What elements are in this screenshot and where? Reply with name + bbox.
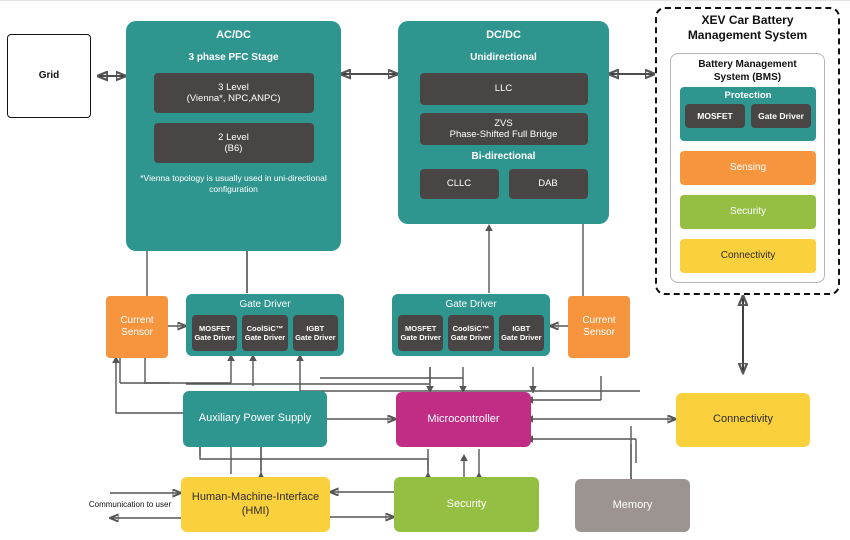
dcdc-dab-label: DAB bbox=[538, 178, 558, 190]
gate-driver-right-coolsic[interactable]: CoolSiC™ Gate Driver bbox=[448, 315, 494, 351]
acdc-subtitle: 3 phase PFC Stage bbox=[188, 52, 279, 64]
gate-driver-right-igbt[interactable]: IGBT Gate Driver bbox=[498, 315, 544, 351]
dcdc-cllc[interactable]: CLLC bbox=[419, 169, 499, 200]
group-gate-driver-right[interactable]: Gate Driver MOSFET Gate Driver CoolSiC™ … bbox=[392, 294, 550, 356]
dcdc-cllc-label: CLLC bbox=[446, 178, 472, 190]
connectivity-label: Connectivity bbox=[713, 413, 773, 426]
gate-driver-right-mosfet[interactable]: MOSFET Gate Driver bbox=[398, 315, 444, 351]
acdc-topology-3level-line1: 3 Level bbox=[218, 81, 249, 93]
bms-protection-mosfet[interactable]: MOSFET bbox=[685, 104, 745, 129]
label-communication-to-user: Communication to user bbox=[80, 500, 180, 509]
acdc-topology-3level-line2: (Vienna*, NPC,ANPC) bbox=[186, 93, 281, 105]
gd-left-mosfet-line2: Gate Driver bbox=[194, 333, 235, 342]
gd-left-coolsic-line1: CoolSiC™ bbox=[246, 323, 284, 333]
gate-driver-left-mosfet[interactable]: MOSFET Gate Driver bbox=[192, 315, 238, 351]
bms-block-connectivity[interactable]: Connectivity bbox=[680, 239, 816, 273]
block-grid[interactable]: Grid bbox=[7, 34, 91, 118]
dcdc-zvs-line1: ZVS bbox=[494, 117, 513, 129]
bms-card-title: Battery Management System (BMS) bbox=[673, 59, 822, 84]
bms-protection-gate-driver-label: Gate Driver bbox=[758, 111, 804, 122]
block-security[interactable]: Security bbox=[394, 477, 539, 532]
current-sensor-left-line2: Sensor bbox=[121, 327, 153, 338]
security-label: Security bbox=[446, 497, 487, 510]
gd-left-igbt-line2: Gate Driver bbox=[295, 333, 336, 342]
gd-right-coolsic-line2: Gate Driver bbox=[450, 333, 492, 342]
block-connectivity[interactable]: Connectivity bbox=[676, 393, 810, 447]
gate-driver-left-title: Gate Driver bbox=[239, 299, 291, 310]
gd-right-mosfet-line1: MOSFET bbox=[405, 323, 437, 333]
aux-power-supply-label: Auxiliary Power Supply bbox=[198, 412, 312, 425]
block-dcdc-stage[interactable]: DC/DC Unidirectional LLC ZVS Phase-Shift… bbox=[398, 21, 609, 224]
gd-left-coolsic-line2: Gate Driver bbox=[244, 333, 286, 342]
dcdc-bidirectional-label: Bi-directional bbox=[471, 151, 536, 163]
dcdc-zvs[interactable]: ZVS Phase-Shifted Full Bridge bbox=[419, 113, 588, 146]
block-current-sensor-right[interactable]: Current Sensor bbox=[568, 296, 630, 358]
dcdc-title: DC/DC bbox=[486, 29, 521, 41]
dcdc-llc-label: LLC bbox=[494, 83, 513, 95]
dcdc-llc[interactable]: LLC bbox=[419, 73, 588, 106]
bms-protection-title: Protection bbox=[724, 90, 772, 101]
bms-block-security[interactable]: Security bbox=[680, 195, 816, 229]
acdc-title: AC/DC bbox=[216, 29, 251, 41]
xev-bms-panel-title: XEV Car Battery Management System bbox=[660, 13, 835, 43]
bms-security-label: Security bbox=[729, 206, 767, 217]
hmi-line1: Human-Machine-Interface bbox=[191, 491, 320, 504]
block-microcontroller[interactable]: Microcontroller bbox=[396, 392, 531, 447]
current-sensor-left-line1: Current bbox=[120, 315, 154, 326]
bms-card-title-line2: System (BMS) bbox=[713, 71, 782, 83]
acdc-topology-2level-line2: (B6) bbox=[224, 143, 243, 155]
block-current-sensor-left[interactable]: Current Sensor bbox=[106, 296, 168, 358]
bms-block-sensing[interactable]: Sensing bbox=[680, 151, 816, 185]
block-memory[interactable]: Memory bbox=[575, 479, 690, 532]
block-hmi[interactable]: Human-Machine-Interface (HMI) bbox=[181, 477, 330, 532]
gate-driver-right-title: Gate Driver bbox=[445, 299, 497, 310]
block-acdc-stage[interactable]: AC/DC 3 phase PFC Stage 3 Level (Vienna*… bbox=[126, 21, 341, 251]
xev-bms-panel-title-line1: XEV Car Battery bbox=[701, 13, 794, 27]
dcdc-unidirectional-label: Unidirectional bbox=[470, 52, 537, 64]
memory-label: Memory bbox=[612, 498, 653, 511]
dcdc-dab[interactable]: DAB bbox=[508, 169, 588, 200]
group-bms-protection[interactable]: Protection MOSFET Gate Driver bbox=[680, 87, 816, 141]
bms-protection-mosfet-label: MOSFET bbox=[697, 111, 733, 122]
bms-card-title-line1: Battery Management bbox=[698, 59, 797, 70]
gd-right-coolsic-line1: CoolSiC™ bbox=[452, 323, 490, 333]
current-sensor-right-line1: Current bbox=[582, 315, 616, 326]
comm-to-user-text: Communication to user bbox=[88, 500, 172, 509]
acdc-topology-3level[interactable]: 3 Level (Vienna*, NPC,ANPC) bbox=[153, 73, 314, 114]
block-auxiliary-power-supply[interactable]: Auxiliary Power Supply bbox=[183, 391, 327, 447]
microcontroller-label: Microcontroller bbox=[427, 412, 500, 425]
gd-right-igbt-line2: Gate Driver bbox=[501, 333, 542, 342]
group-gate-driver-left[interactable]: Gate Driver MOSFET Gate Driver CoolSiC™ … bbox=[186, 294, 344, 356]
bms-protection-gate-driver[interactable]: Gate Driver bbox=[751, 104, 811, 129]
current-sensor-right-line2: Sensor bbox=[583, 327, 615, 338]
gd-left-mosfet-line1: MOSFET bbox=[199, 323, 231, 333]
bms-connectivity-label: Connectivity bbox=[720, 250, 776, 261]
bms-sensing-label: Sensing bbox=[729, 162, 767, 173]
acdc-footnote: *Vienna topology is usually used in uni-… bbox=[140, 173, 327, 194]
gate-driver-left-coolsic[interactable]: CoolSiC™ Gate Driver bbox=[242, 315, 288, 351]
grid-label: Grid bbox=[38, 70, 60, 81]
gd-left-igbt-line1: IGBT bbox=[306, 323, 325, 333]
dcdc-zvs-line2: Phase-Shifted Full Bridge bbox=[449, 129, 558, 141]
gd-right-igbt-line1: IGBT bbox=[512, 323, 531, 333]
gate-driver-left-igbt[interactable]: IGBT Gate Driver bbox=[292, 315, 338, 351]
acdc-topology-2level[interactable]: 2 Level (B6) bbox=[153, 123, 314, 164]
acdc-topology-2level-line1: 2 Level bbox=[218, 131, 249, 143]
hmi-line2: (HMI) bbox=[241, 504, 270, 517]
xev-bms-panel-title-line2: Management System bbox=[687, 28, 808, 42]
gd-right-mosfet-line2: Gate Driver bbox=[400, 333, 441, 342]
